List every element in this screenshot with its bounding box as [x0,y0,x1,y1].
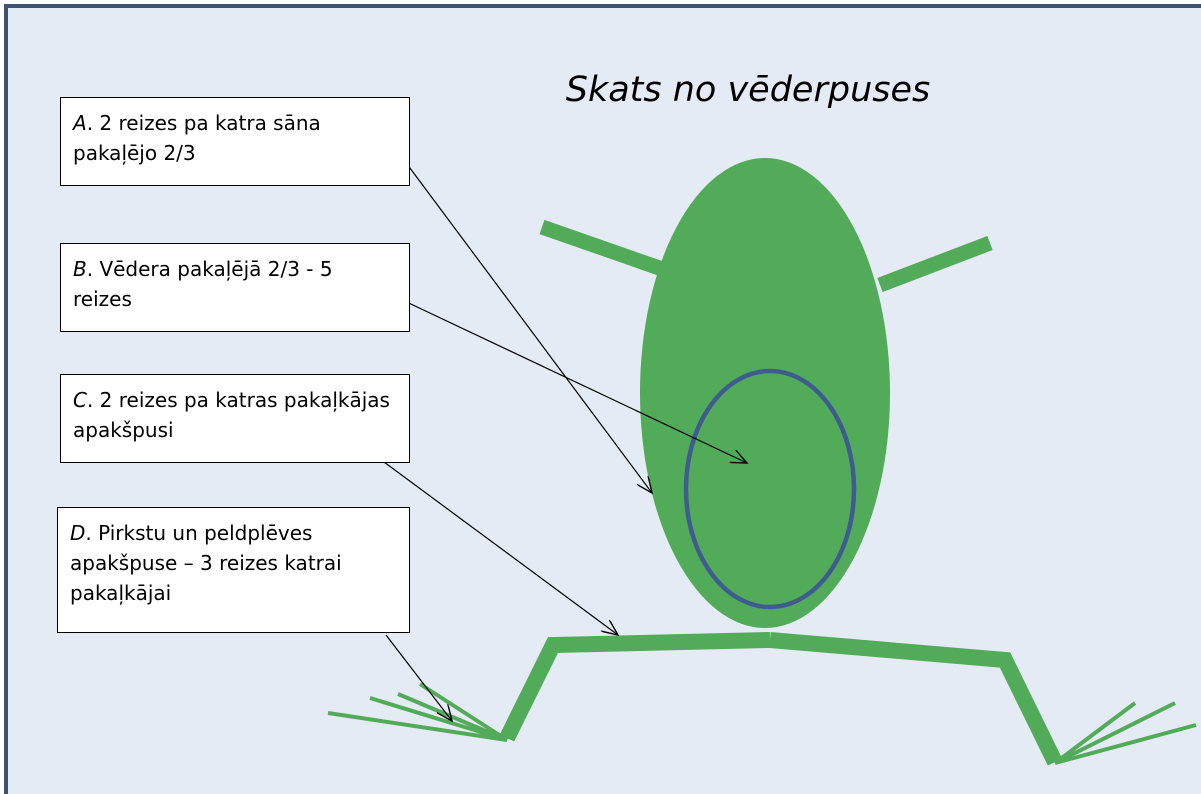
arrow-c [384,462,618,635]
right-front-leg [880,243,990,285]
label-letter-a: A [73,111,87,135]
label-letter-d: D [70,521,85,545]
label-text-a: . 2 reizes pa katra sāna pakaļējo 2/3 [73,111,321,165]
left-hind-toes [328,684,507,740]
label-box-a: A. 2 reizes pa katra sāna pakaļējo 2/3 [60,97,410,186]
frog-body [640,158,890,628]
label-letter-b: B [73,257,87,281]
label-box-b: B. Vēdera pakaļējā 2/3 - 5 reizes [60,243,410,332]
frog-figure [328,158,1196,763]
arrow-a [398,152,652,493]
right-hind-leg [770,640,1055,762]
arrow-d [386,635,452,721]
right-hind-toes [1055,703,1196,763]
left-hind-leg [507,640,770,738]
label-letter-c: C [73,388,87,412]
label-text-c: . 2 reizes pa katras pakaļkājas apakšpus… [73,388,390,442]
label-box-d: D. Pirkstu un peldplēves apakšpuse – 3 r… [57,507,410,633]
label-box-c: C. 2 reizes pa katras pakaļkājas apakšpu… [60,374,410,463]
label-text-d: . Pirkstu un peldplēves apakšpuse – 3 re… [70,521,342,605]
label-text-b: . Vēdera pakaļējā 2/3 - 5 reizes [73,257,333,311]
left-front-leg [542,227,665,270]
